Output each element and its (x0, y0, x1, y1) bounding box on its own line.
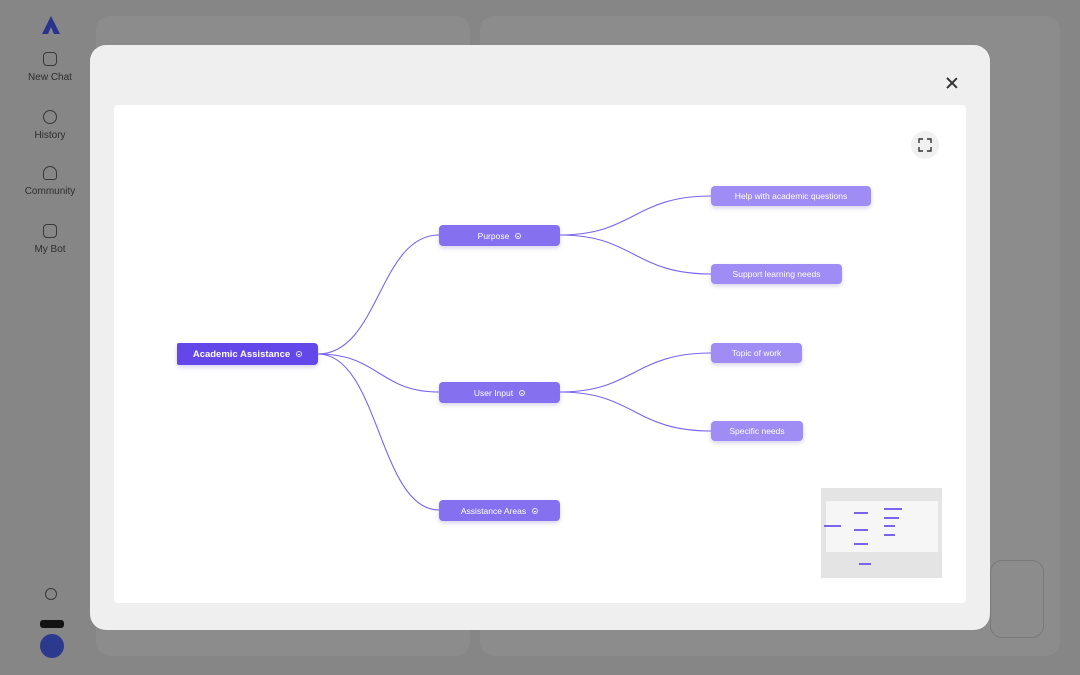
edge-user-input-specific (559, 391, 712, 432)
background-input-box (990, 560, 1044, 638)
background-sidebar: New Chat History Community My Bot (0, 0, 100, 675)
avatar[interactable] (40, 634, 64, 658)
node-label: Topic of work (731, 348, 782, 358)
node-label: Specific needs (729, 426, 785, 436)
edge-root-purpose (317, 234, 440, 355)
minimap-node (854, 529, 868, 531)
node-label: Academic Assistance (192, 348, 291, 360)
mindmap-node-purpose[interactable]: Purpose (439, 225, 560, 246)
collapse-toggle-icon[interactable] (519, 389, 526, 396)
edge-root-assistance-areas (317, 353, 440, 511)
mindmap-root-node[interactable]: Academic Assistance (177, 343, 318, 365)
node-label: Purpose (477, 230, 510, 241)
edit-icon (43, 52, 57, 66)
nav-item-new-chat[interactable]: New Chat (0, 52, 100, 83)
minimap-node (854, 512, 868, 514)
edge-purpose-support (559, 234, 712, 275)
bot-icon (43, 224, 57, 238)
mindmap-node-support-learning[interactable]: Support learning needs (711, 264, 842, 284)
app-logo-icon (42, 16, 60, 34)
nav-item-history[interactable]: History (0, 110, 100, 141)
mindmap-canvas[interactable]: Academic Assistance Purpose User Input A… (114, 105, 966, 603)
close-icon[interactable] (942, 73, 962, 93)
edge-purpose-help (559, 195, 712, 236)
plan-badge (40, 620, 64, 628)
mindmap-node-topic-of-work[interactable]: Topic of work (711, 343, 802, 363)
minimap-node (884, 534, 895, 536)
collapse-toggle-icon[interactable] (515, 232, 522, 239)
minimap-node (859, 563, 871, 565)
minimap-node (854, 543, 868, 545)
mindmap-modal: Academic Assistance Purpose User Input A… (90, 45, 990, 630)
person-icon (43, 166, 57, 180)
minimap-viewport[interactable] (826, 501, 938, 552)
nav-item-label: Community (24, 186, 76, 197)
mindmap-node-help-academic[interactable]: Help with academic questions (711, 186, 871, 206)
mindmap-node-specific-needs[interactable]: Specific needs (711, 421, 803, 441)
node-label: Help with academic questions (734, 191, 848, 201)
minimap-node (884, 525, 895, 527)
nav-item-my-bot[interactable]: My Bot (0, 224, 100, 255)
edge-root-user-input (317, 353, 440, 393)
node-label: Assistance Areas (460, 505, 527, 516)
minimap[interactable] (821, 488, 942, 578)
nav-item-label: History (34, 130, 66, 141)
nav-item-community[interactable]: Community (0, 166, 100, 197)
mindmap-node-assistance-areas[interactable]: Assistance Areas (439, 500, 560, 521)
minimap-node (824, 525, 841, 527)
fullscreen-icon (918, 138, 932, 152)
minimap-node (884, 508, 902, 510)
nav-item-label: New Chat (28, 72, 72, 83)
collapse-toggle-icon[interactable] (296, 351, 303, 357)
minimap-node (884, 517, 899, 519)
mindmap-node-user-input[interactable]: User Input (439, 382, 560, 403)
notification-icon[interactable] (45, 588, 57, 600)
mindmap-edges (317, 195, 712, 511)
fullscreen-button[interactable] (911, 131, 939, 159)
edge-user-input-topic (559, 352, 712, 393)
clock-icon (43, 110, 57, 124)
nav-item-label: My Bot (34, 244, 66, 255)
node-label: User Input (473, 387, 514, 398)
collapse-toggle-icon[interactable] (532, 507, 539, 514)
node-label: Support learning needs (732, 269, 821, 279)
